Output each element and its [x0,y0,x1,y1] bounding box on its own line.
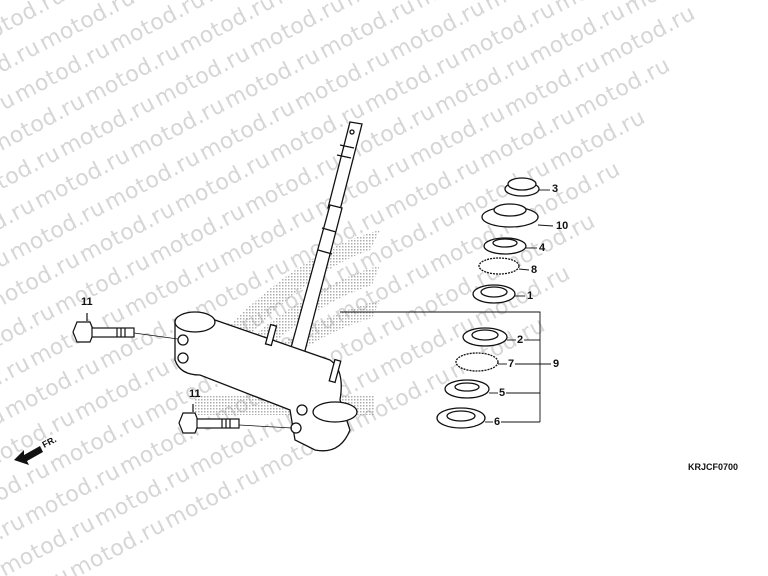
callout-11-lower[interactable]: 11 [189,388,201,400]
callout-1[interactable]: 1 [527,290,534,302]
front-arrow-icon [14,446,43,465]
callout-5[interactable]: 5 [499,387,506,399]
bottom-bridge [174,311,358,452]
callout-2[interactable]: 2 [517,334,524,346]
callout-6[interactable]: 6 [494,416,501,428]
callout-4[interactable]: 4 [539,242,546,254]
upper-bearing-stack [472,177,540,304]
bolt-11-upper [72,313,179,343]
steering-stem [285,121,363,371]
callout-3[interactable]: 3 [552,183,559,195]
diagram-code: KRJCF0700 [688,462,739,472]
callout-10[interactable]: 10 [556,220,569,232]
bolt-11-lower [178,404,293,434]
callout-11-upper[interactable]: 11 [81,296,93,308]
callout-7[interactable]: 7 [508,358,515,370]
callout-8[interactable]: 8 [531,264,538,276]
leader-lines [340,189,554,423]
lower-bearing-stack [436,327,508,429]
callout-9[interactable]: 9 [553,358,560,370]
